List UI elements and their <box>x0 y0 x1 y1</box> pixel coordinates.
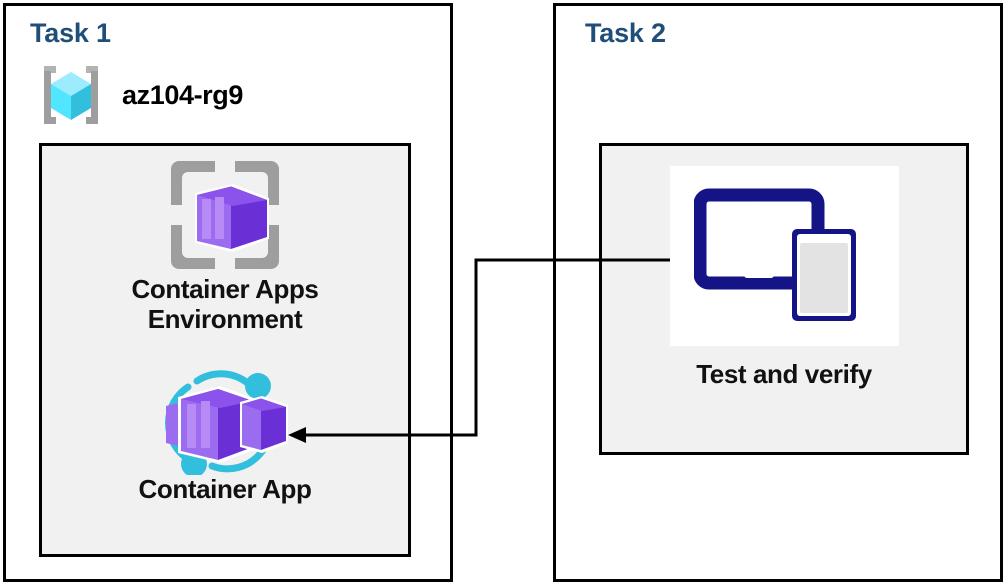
test-and-verify-label: Test and verify <box>696 359 872 389</box>
task-2-title: Task 2 <box>585 18 666 48</box>
test-and-verify-image-frame <box>669 166 899 346</box>
container-app-icon <box>150 365 300 475</box>
container-apps-environment-label: Container Apps Environment <box>131 274 319 334</box>
node-container-apps-environment: Container Apps Environment <box>39 155 411 335</box>
node-container-app: Container App <box>39 365 411 505</box>
container-apps-environment-icon <box>165 155 285 275</box>
azure-resource-group-icon <box>34 58 108 132</box>
task-1-title: Task 1 <box>30 18 111 48</box>
devices-tablet-phone-icon <box>694 185 874 327</box>
node-test-and-verify: Test and verify <box>599 166 969 390</box>
resource-group-name: az104-rg9 <box>122 79 243 110</box>
resource-group-header: az104-rg9 <box>34 58 243 132</box>
container-app-label: Container App <box>138 474 312 504</box>
